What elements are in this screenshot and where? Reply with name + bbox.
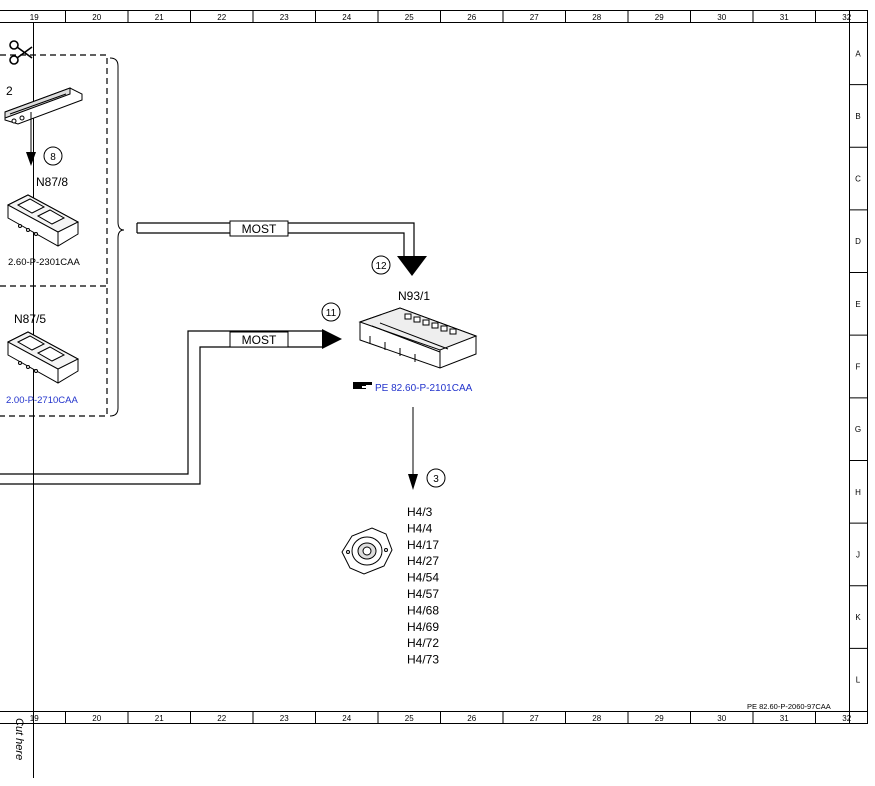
callout-3: 3 (426, 468, 446, 488)
column-label: 30 (717, 714, 726, 723)
hand-pointer-icon (353, 382, 372, 389)
column-label: 26 (467, 13, 476, 22)
speaker-label: H4/72 (407, 636, 439, 650)
speaker-label: H4/4 (407, 521, 433, 535)
column-label: 25 (405, 13, 414, 22)
n93-1-ref: PE 82.60-P-2101CAA (375, 383, 473, 394)
row-label: B (855, 112, 860, 121)
column-label: 19 (30, 13, 39, 22)
n87-5-ref: 2.00-P-2710CAA (6, 395, 78, 406)
column-label: 29 (655, 714, 664, 723)
row-label: L (856, 676, 861, 685)
most-label-bottom: MOST (229, 331, 289, 348)
column-label: 24 (342, 714, 351, 723)
group-box-dashed (0, 54, 108, 417)
column-label: 23 (280, 714, 289, 723)
column-label: 32 (842, 13, 851, 22)
column-label: 27 (530, 13, 539, 22)
column-ticks-bottom (65, 711, 816, 723)
speaker-icon (341, 527, 393, 575)
most-label-top: MOST (229, 220, 289, 237)
speaker-label: H4/68 (407, 603, 439, 617)
n93-1-label: N93/1 (398, 289, 430, 303)
svg-text:12: 12 (375, 261, 387, 272)
document-reference: PE 82.60-P-2060-97CAA (747, 702, 831, 711)
callout-12: 12 (371, 255, 391, 275)
row-labels: A B C D E F G H J K L (855, 49, 861, 684)
svg-text:MOST: MOST (242, 222, 277, 236)
column-label: 25 (405, 714, 414, 723)
row-label: C (855, 175, 861, 184)
drawing-frame (0, 10, 868, 724)
n87-5-unit (6, 331, 80, 384)
n87-8-unit (6, 194, 80, 247)
column-label: 28 (592, 714, 601, 723)
arrow-head-3 (408, 474, 418, 490)
column-label: 31 (780, 714, 789, 723)
svg-text:3: 3 (433, 474, 439, 485)
row-ticks (849, 84, 867, 649)
speaker-label: H4/54 (407, 571, 439, 585)
group-brace (109, 57, 125, 417)
column-label: 20 (92, 714, 101, 723)
n87-5-label: N87/5 (14, 312, 46, 326)
row-label: D (855, 237, 861, 246)
column-label: 28 (592, 13, 601, 22)
column-label: 23 (280, 13, 289, 22)
callout-11: 11 (321, 302, 341, 322)
column-label: 31 (780, 13, 789, 22)
column-label: 32 (842, 714, 851, 723)
column-label: 30 (717, 13, 726, 22)
svg-text:8: 8 (50, 152, 56, 163)
column-label: 21 (155, 714, 164, 723)
row-label: E (855, 300, 860, 309)
most-bus-top (136, 222, 415, 256)
cut-here-label: Cut here (13, 718, 25, 760)
most-bus-bottom-arrow (322, 329, 342, 349)
column-ticks-top (65, 10, 816, 22)
column-label: 29 (655, 13, 664, 22)
most-bus-top-arrow (397, 256, 427, 276)
row-label: H (855, 488, 861, 497)
partial-component-top (4, 87, 83, 125)
column-label: 20 (92, 13, 101, 22)
speaker-label: H4/57 (407, 587, 439, 601)
column-labels-bottom: 19 20 21 22 23 24 25 26 27 28 29 30 31 32 (30, 714, 852, 723)
row-label: J (856, 550, 860, 559)
speaker-label: H4/3 (407, 505, 433, 519)
row-label: A (855, 49, 861, 58)
n87-8-label: N87/8 (36, 175, 68, 189)
scissors-icon (9, 40, 33, 65)
arrow-head-8 (26, 152, 36, 166)
callout-8: 8 (43, 146, 63, 166)
column-label: 22 (217, 13, 226, 22)
column-labels-top: 19 20 21 22 23 24 25 26 27 28 29 30 31 32 (30, 13, 852, 22)
row-label: G (855, 425, 861, 434)
n93-1-unit (358, 307, 478, 369)
speaker-label: H4/73 (407, 653, 439, 667)
column-label: 21 (155, 13, 164, 22)
speaker-label: H4/69 (407, 620, 439, 634)
row-label: K (855, 613, 861, 622)
svg-text:MOST: MOST (242, 333, 277, 347)
speaker-label: H4/17 (407, 538, 439, 552)
column-label: 27 (530, 714, 539, 723)
partial-component-label: 2 (6, 84, 13, 98)
svg-text:11: 11 (326, 308, 337, 319)
column-label: 24 (342, 13, 351, 22)
speaker-list: H4/3H4/4H4/17H4/27H4/54H4/57H4/68H4/69H4… (407, 505, 439, 667)
n87-8-ref: 2.60-P-2301CAA (8, 257, 80, 268)
column-label: 19 (30, 714, 39, 723)
row-label: F (856, 363, 861, 372)
speaker-label: H4/27 (407, 554, 439, 568)
column-label: 26 (467, 714, 476, 723)
column-label: 22 (217, 714, 226, 723)
